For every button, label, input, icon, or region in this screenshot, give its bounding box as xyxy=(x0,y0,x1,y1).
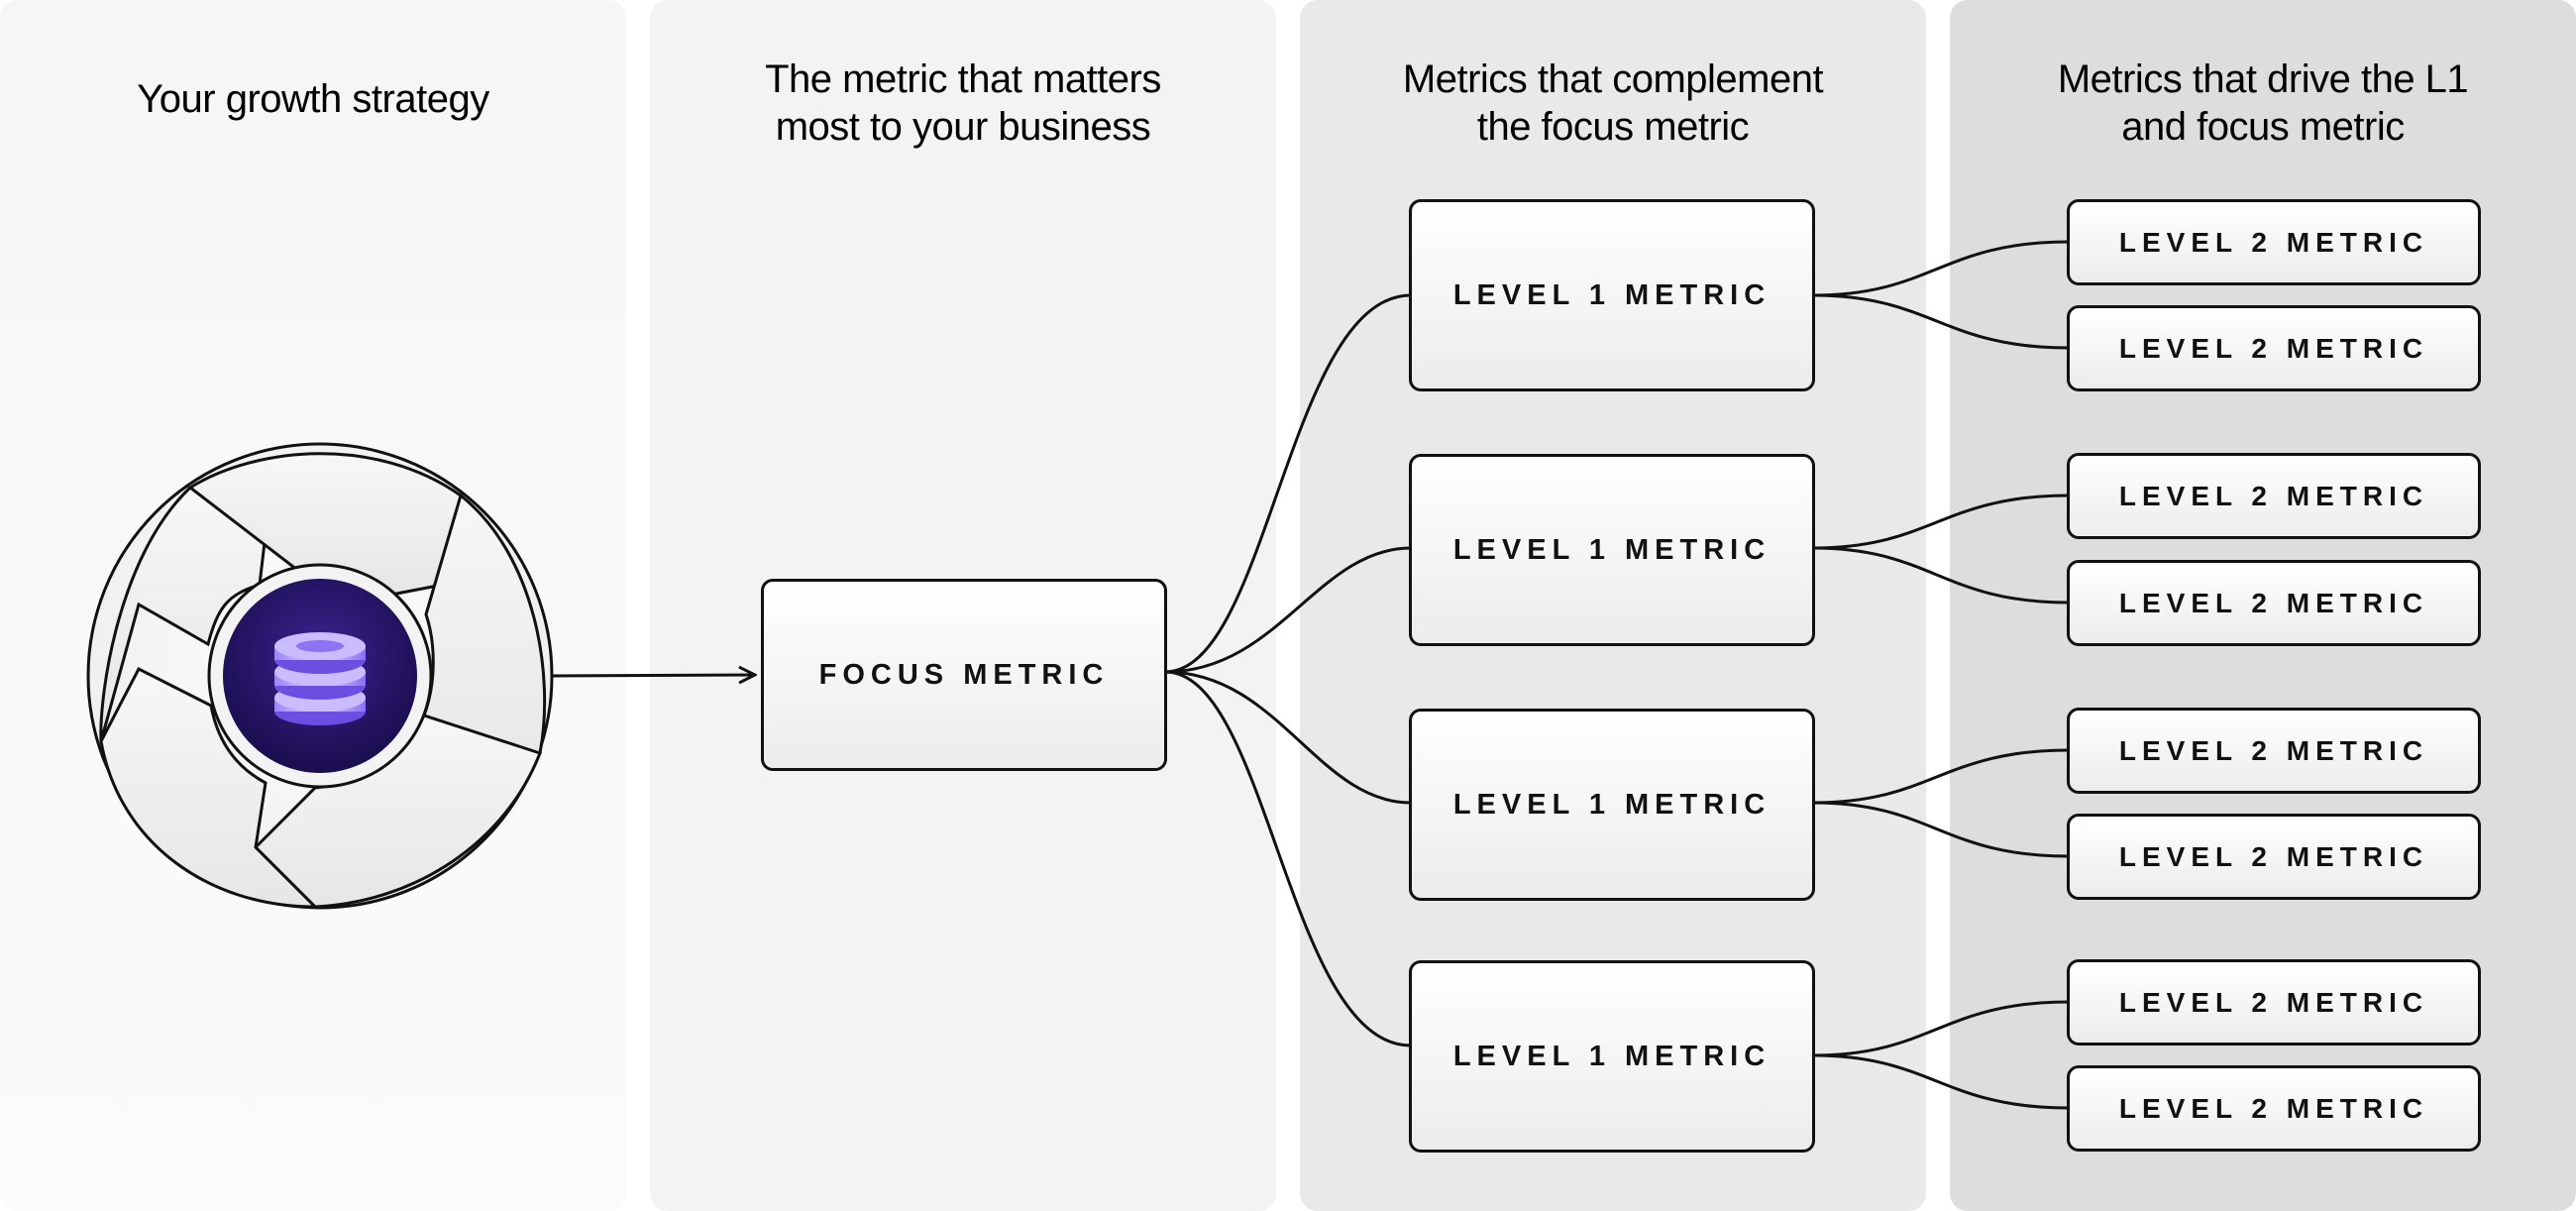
connector-focus-l1 xyxy=(1164,546,1412,674)
level2-metric-label: LEVEL 2 METRIC xyxy=(2118,226,2429,258)
connector-l1-l2 xyxy=(1812,494,2070,550)
level1-metric-label: LEVEL 1 METRIC xyxy=(1452,278,1771,311)
heading-line: Metrics that drive the L1 xyxy=(2057,57,2469,101)
focus-metric-box[interactable]: FOCUS METRIC xyxy=(761,579,1167,771)
heading-line: most to your business xyxy=(775,105,1151,149)
level2-metric-label: LEVEL 2 METRIC xyxy=(2118,986,2429,1018)
level2-metric-label: LEVEL 2 METRIC xyxy=(2118,840,2429,872)
level2-metric-box[interactable]: LEVEL 2 METRIC xyxy=(2067,305,2481,391)
connector-l1-l2 xyxy=(1812,1053,2070,1110)
connector-l1-l2 xyxy=(1812,293,2070,350)
level2-metric-label: LEVEL 2 METRIC xyxy=(2118,734,2429,766)
column-focus-metric: The metric that matters most to your bus… xyxy=(650,0,1276,1211)
level2-metric-label: LEVEL 2 METRIC xyxy=(2118,1092,2429,1124)
wheel-segment xyxy=(99,486,271,742)
level2-metric-box[interactable]: LEVEL 2 METRIC xyxy=(2067,708,2481,794)
connector-focus-l1 xyxy=(1164,293,1412,674)
heading-line: Metrics that complement xyxy=(1402,57,1824,101)
level1-metric-box[interactable]: LEVEL 1 METRIC xyxy=(1409,960,1815,1153)
level1-metric-box[interactable]: LEVEL 1 METRIC xyxy=(1409,199,1815,391)
heading-line: the focus metric xyxy=(1476,105,1750,149)
level1-metric-label: LEVEL 1 METRIC xyxy=(1452,1040,1771,1072)
column-heading: Metrics that drive the L1 and focus metr… xyxy=(1950,55,2576,151)
focus-connectors xyxy=(1164,293,1412,1047)
connector-focus-l1 xyxy=(1164,670,1412,805)
level2-metric-box[interactable]: LEVEL 2 METRIC xyxy=(2067,199,2481,285)
connector-l1-l2 xyxy=(1812,546,2070,605)
heading-line: and focus metric xyxy=(2121,105,2405,149)
connector-l1-l2 xyxy=(1812,748,2070,805)
level2-metric-label: LEVEL 2 METRIC xyxy=(2118,587,2429,618)
level2-metric-box[interactable]: LEVEL 2 METRIC xyxy=(2067,1065,2481,1152)
level2-metric-box[interactable]: LEVEL 2 METRIC xyxy=(2067,453,2481,539)
column-heading: Metrics that complement the focus metric xyxy=(1300,55,1926,151)
connector-focus-l1 xyxy=(1164,670,1412,1047)
focus-metric-label: FOCUS METRIC xyxy=(818,658,1110,691)
l1-connectors xyxy=(1812,240,2070,1110)
column-heading: Your growth strategy xyxy=(0,75,626,123)
strategy-wheel xyxy=(86,442,554,910)
database-stack-icon xyxy=(274,632,366,725)
heading-line: Your growth strategy xyxy=(137,77,489,121)
level1-metric-box[interactable]: LEVEL 1 METRIC xyxy=(1409,709,1815,901)
column-heading: The metric that matters most to your bus… xyxy=(650,55,1276,151)
level2-metric-box[interactable]: LEVEL 2 METRIC xyxy=(2067,959,2481,1046)
connector-l1-l2 xyxy=(1812,240,2070,297)
connector-l1-l2 xyxy=(1812,1000,2070,1057)
connector-l1-l2 xyxy=(1812,801,2070,858)
arrow-to-focus xyxy=(551,675,755,676)
level2-metric-box[interactable]: LEVEL 2 METRIC xyxy=(2067,560,2481,646)
heading-line: The metric that matters xyxy=(765,57,1161,101)
level2-metric-label: LEVEL 2 METRIC xyxy=(2118,480,2429,511)
level1-metric-label: LEVEL 1 METRIC xyxy=(1452,533,1771,566)
level2-metric-box[interactable]: LEVEL 2 METRIC xyxy=(2067,814,2481,900)
level2-metric-label: LEVEL 2 METRIC xyxy=(2118,332,2429,364)
wheel-segment xyxy=(422,493,547,796)
level1-metric-label: LEVEL 1 METRIC xyxy=(1452,788,1771,821)
level1-metric-box[interactable]: LEVEL 1 METRIC xyxy=(1409,454,1815,646)
wheel-segment xyxy=(99,666,319,909)
